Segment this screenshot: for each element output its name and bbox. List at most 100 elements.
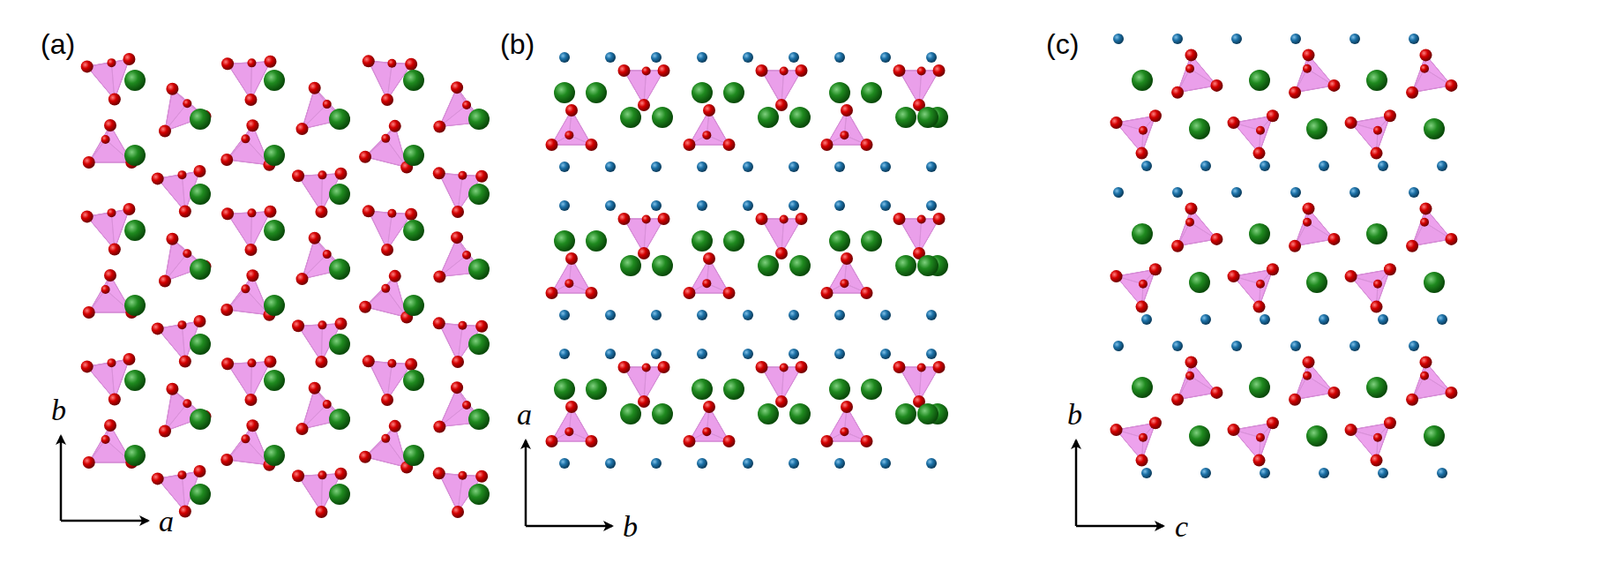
small-cation-atom <box>605 161 616 172</box>
cation-atom <box>860 82 883 104</box>
cation-atom <box>553 230 576 252</box>
oxygen-atom <box>1253 454 1266 467</box>
oxygen-atom <box>81 359 94 373</box>
small-cation-atom <box>559 161 570 172</box>
axis-label: a <box>158 506 174 537</box>
oxygen-atom <box>1210 79 1223 92</box>
cation-atom <box>651 254 673 277</box>
oxygen-atom <box>1266 262 1279 276</box>
small-cation-atom <box>834 348 845 359</box>
oxygen-atom <box>450 381 464 394</box>
small-cation-atom <box>559 348 570 359</box>
oxygen-atom <box>723 286 736 300</box>
oxygen-atom <box>244 243 257 256</box>
oxygen-atom <box>702 426 711 436</box>
oxygen-atom <box>1149 262 1162 276</box>
oxygen-atom <box>101 134 111 144</box>
small-cation-atom <box>742 161 754 172</box>
oxygen-atom <box>296 422 309 435</box>
oxygen-atom <box>1136 454 1149 467</box>
small-cation-atom <box>650 52 662 63</box>
oxygen-atom <box>1419 355 1432 368</box>
cation-atom <box>895 254 917 277</box>
oxygen-atom <box>457 471 467 480</box>
axis-label: c <box>1174 511 1189 542</box>
oxygen-atom <box>381 284 390 293</box>
oxygen-atom <box>1136 300 1149 314</box>
cation-atom <box>723 378 745 400</box>
oxygen-atom <box>151 471 165 485</box>
oxygen-atom <box>917 362 927 372</box>
oxygen-atom <box>358 300 372 314</box>
oxygen-atom <box>1138 126 1148 135</box>
oxygen-atom <box>240 134 250 143</box>
cation-atom <box>263 144 285 166</box>
oxygen-atom <box>1383 416 1397 429</box>
cation-atom <box>723 82 745 104</box>
cation-atom <box>620 106 642 128</box>
oxygen-atom <box>104 269 117 282</box>
small-cation-atom <box>605 52 616 63</box>
oxygen-atom <box>179 355 192 368</box>
oxygen-atom <box>151 321 165 335</box>
oxygen-atom <box>433 269 446 283</box>
small-cation-atom <box>1172 340 1183 352</box>
panel-label: (a) <box>40 29 75 59</box>
oxygen-atom <box>682 286 696 300</box>
oxygen-atom <box>404 208 418 221</box>
oxygen-atom <box>82 156 96 169</box>
oxygen-atom <box>475 320 488 333</box>
oxygen-atom <box>308 381 322 395</box>
cation-atom <box>263 69 285 91</box>
oxygen-atom <box>263 205 277 218</box>
oxygen-atom <box>1138 279 1148 289</box>
oxygen-atom <box>723 434 736 448</box>
small-cation-atom <box>926 348 937 359</box>
small-cation-atom <box>1318 467 1330 479</box>
oxygen-atom <box>1383 262 1397 276</box>
cation-atom <box>691 230 713 252</box>
oxygen-atom <box>246 208 256 217</box>
small-cation-atom <box>926 200 937 211</box>
cation-atom <box>860 378 883 400</box>
oxygen-atom <box>158 124 172 137</box>
oxygen-atom <box>917 214 927 224</box>
oxygen-atom <box>165 82 179 96</box>
axis-label: b <box>1067 399 1083 430</box>
small-cation-atom <box>1436 467 1448 479</box>
oxygen-atom <box>244 393 257 406</box>
tetrahedron-face <box>89 425 111 463</box>
small-cation-atom <box>650 457 662 469</box>
cation-atom <box>585 230 607 252</box>
cation-atom <box>124 219 146 241</box>
small-cation-atom <box>1259 467 1271 479</box>
cation-atom <box>829 378 851 400</box>
tetrahedron <box>87 358 130 400</box>
oxygen-atom <box>779 362 789 372</box>
oxygen-atom <box>702 400 716 413</box>
cation-atom <box>263 294 285 316</box>
oxygen-atom <box>545 286 558 300</box>
oxygen-atom <box>1149 109 1162 122</box>
oxygen-atom <box>387 358 397 368</box>
cation-atom <box>189 408 211 430</box>
oxygen-atom <box>433 119 446 133</box>
oxygen-atom <box>1266 416 1279 429</box>
small-cation-atom <box>1436 314 1448 325</box>
oxygen-atom <box>1405 393 1419 406</box>
oxygen-atom <box>585 434 599 448</box>
oxygen-atom <box>775 246 788 260</box>
small-cation-atom <box>1408 33 1420 45</box>
panel-label: (b) <box>500 29 535 59</box>
cation-atom <box>1366 69 1388 91</box>
oxygen-atom <box>106 358 116 367</box>
oxygen-atom <box>1345 423 1358 436</box>
oxygen-atom <box>108 393 121 406</box>
small-cation-atom <box>1377 467 1389 479</box>
oxygen-atom <box>475 470 488 483</box>
small-cation-atom <box>1436 160 1448 172</box>
oxygen-atom <box>564 130 574 140</box>
oxygen-atom <box>101 284 111 294</box>
tetrahedron <box>365 426 407 468</box>
